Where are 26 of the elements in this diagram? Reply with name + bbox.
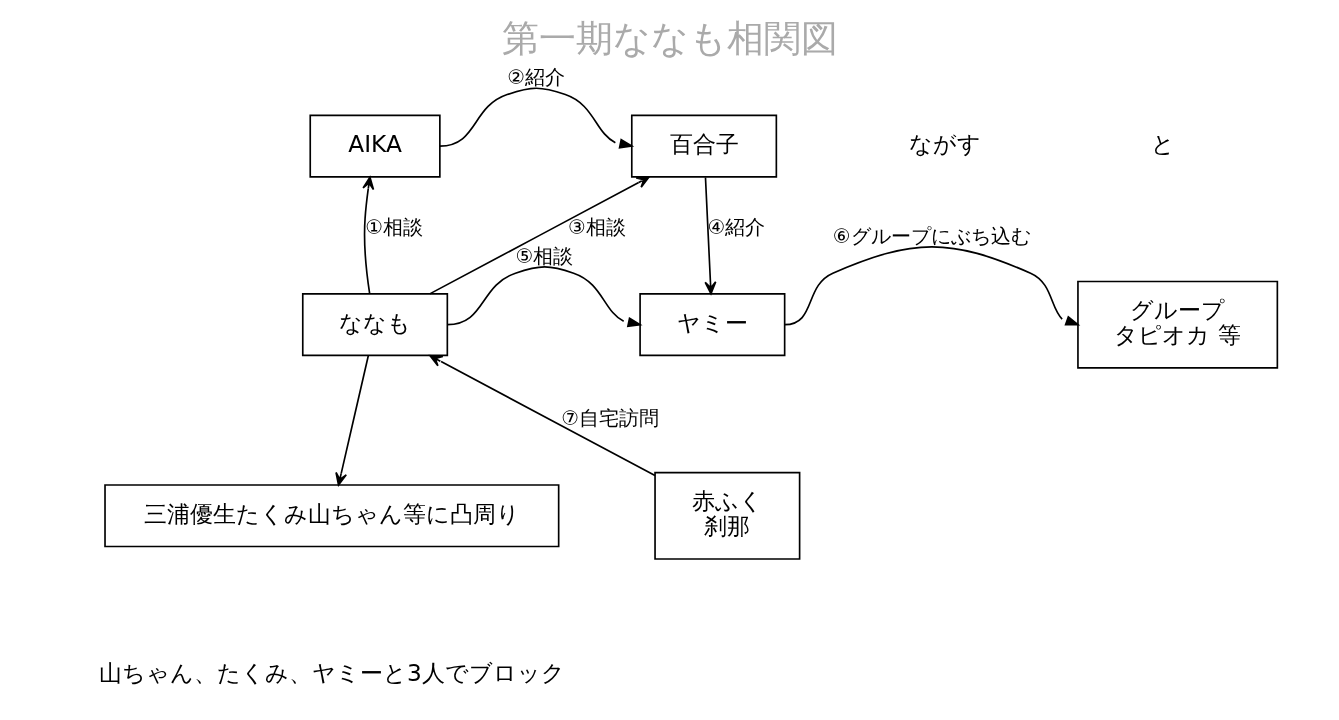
label: と	[1150, 130, 1175, 158]
label: 山ちゃん、たくみ、ヤミーと3人でブロック	[98, 658, 565, 686]
arrow	[428, 176, 650, 295]
arrow	[438, 87, 634, 149]
node-box: AIKA	[308, 114, 441, 178]
arrow	[703, 176, 716, 295]
node-box: 三浦優生たくみ山ちゃん等に凸周り	[103, 484, 559, 548]
arrow	[361, 176, 374, 295]
node-box: ヤミー	[638, 293, 785, 357]
edge-label: ⑤相談	[515, 243, 573, 268]
arrow	[446, 266, 643, 328]
edge-label: ①相談	[364, 215, 423, 240]
arrow	[428, 354, 656, 477]
node-box: 百合子	[630, 114, 777, 178]
diagram-title: 第一期ななも相関図	[501, 16, 838, 60]
edge-label: ④紹介	[707, 215, 765, 240]
edge-label: ⑥グループにぶち込む	[832, 223, 1031, 248]
arrow	[334, 354, 369, 486]
node-box: 赤ふく 刹那	[653, 471, 800, 560]
edge-label: ⑦自宅訪問	[560, 406, 659, 431]
node-box: グループ タピオカ 等	[1076, 280, 1278, 369]
node-box: ななも	[301, 293, 448, 357]
arrow	[783, 246, 1080, 326]
label: ながす	[908, 130, 981, 158]
edge-label: ③相談	[567, 215, 626, 240]
edge-label: ②紹介	[506, 64, 565, 89]
